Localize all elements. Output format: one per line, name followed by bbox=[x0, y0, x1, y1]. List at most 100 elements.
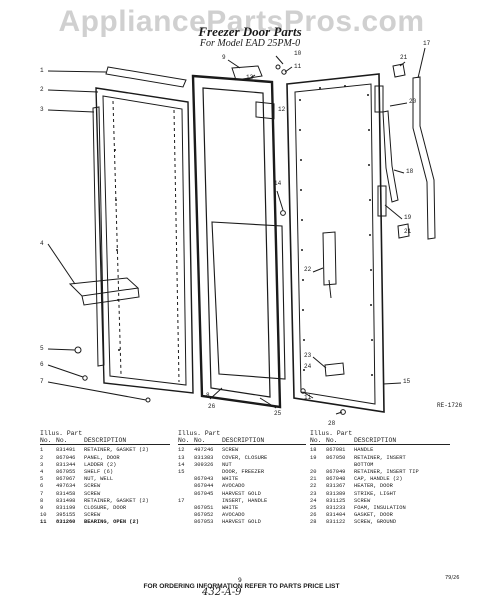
callout-24: 24 bbox=[304, 363, 312, 370]
callout-13: 13 bbox=[246, 74, 254, 81]
row-desc: RETAINER, GASKET (2) bbox=[84, 447, 149, 454]
row-desc: FOAM, INSULATION bbox=[354, 505, 406, 512]
row-no bbox=[178, 505, 194, 512]
callout-15: 15 bbox=[403, 378, 411, 385]
row-no: 15 bbox=[178, 469, 185, 476]
callout-10: 10 bbox=[294, 50, 302, 57]
callout-8: 8 bbox=[206, 392, 210, 399]
row-part: 867048 bbox=[326, 476, 346, 483]
row-part: 831125 bbox=[326, 497, 346, 504]
row-no: 22 bbox=[310, 483, 317, 490]
row-no: 28 bbox=[310, 519, 317, 526]
freezer-outer-door bbox=[286, 73, 385, 413]
table-row: 22 831367 HEATER, DOOR bbox=[310, 483, 450, 490]
row-part bbox=[326, 462, 354, 469]
row-desc: HANDLE bbox=[354, 447, 374, 454]
row-part: 831367 bbox=[326, 483, 346, 490]
row-desc: SCREW bbox=[222, 447, 239, 454]
row-desc: WHITE bbox=[222, 505, 239, 512]
callout-4: 4 bbox=[40, 240, 44, 247]
row-no: 5 bbox=[40, 476, 44, 483]
row-desc: GASKET, DOOR bbox=[354, 512, 393, 519]
row-desc: CLOSURE, DOOR bbox=[84, 505, 127, 512]
table-header-row: No. No. DESCRIPTION bbox=[178, 437, 306, 446]
row-part: 867067 bbox=[56, 476, 76, 483]
row-part: 867045 bbox=[194, 490, 214, 497]
table-row: BOTTOM bbox=[310, 462, 450, 469]
table-row: 12 497246 SCREW bbox=[178, 447, 306, 454]
callout-19: 19 bbox=[404, 214, 412, 221]
header-no: No. bbox=[178, 437, 190, 445]
row-part: 867049 bbox=[326, 469, 346, 476]
bearing-11 bbox=[281, 69, 287, 75]
row-part bbox=[194, 469, 222, 476]
callout-7: 7 bbox=[40, 378, 44, 385]
page-subtitle: For Model EAD 25PM-0 bbox=[199, 38, 301, 49]
row-part: 867050 bbox=[326, 454, 346, 461]
foam-insulation-block bbox=[211, 221, 286, 380]
row-desc: HEATER, DOOR bbox=[354, 483, 393, 490]
row-desc: SCREW bbox=[354, 497, 371, 504]
table-header-illus: Illus. Part bbox=[178, 430, 221, 437]
row-part: 867055 bbox=[56, 469, 76, 476]
row-desc: NUT, WELL bbox=[84, 476, 114, 483]
row-no: 12 bbox=[178, 447, 185, 454]
row-desc: SCREW bbox=[84, 512, 101, 519]
callout-20: 20 bbox=[409, 98, 417, 105]
row-desc: INSERT, HANDLE bbox=[222, 497, 268, 504]
table-header-row: No. No. DESCRIPTION bbox=[40, 437, 170, 446]
insert-retainer-bottom bbox=[377, 185, 387, 217]
row-desc: PANEL, DOOR bbox=[84, 454, 120, 461]
row-no: 20 bbox=[310, 469, 317, 476]
row-part: 497246 bbox=[194, 447, 214, 454]
door-closure bbox=[231, 65, 263, 81]
callout-11: 11 bbox=[294, 63, 302, 70]
row-no: 1 bbox=[40, 447, 44, 454]
inner-door-panel bbox=[95, 87, 194, 394]
door-rivets bbox=[114, 85, 373, 376]
door-gasket-frame bbox=[191, 74, 282, 409]
inner-door-panel-lip bbox=[102, 95, 187, 386]
row-no: 7 bbox=[40, 490, 44, 497]
header-description: DESCRIPTION bbox=[354, 437, 397, 445]
row-no bbox=[310, 462, 326, 469]
header-part-no: No. bbox=[194, 437, 206, 445]
table-row: 20 867049 RETAINER, INSERT TIP bbox=[310, 469, 450, 476]
bearing-11-bottom bbox=[300, 388, 306, 394]
row-desc: RETAINER, GASKET (2) bbox=[84, 497, 149, 504]
row-no: 4 bbox=[40, 469, 44, 476]
row-no bbox=[178, 519, 194, 526]
row-no: 2 bbox=[40, 454, 44, 461]
row-desc: RETAINER, INSERT TIP bbox=[354, 469, 419, 476]
callout-21: 21 bbox=[400, 54, 408, 61]
watermark-text: AppliancePartsPros.com bbox=[58, 5, 425, 38]
row-part: 867081 bbox=[326, 447, 346, 454]
row-part: 867053 bbox=[194, 519, 214, 526]
row-desc: BOTTOM bbox=[354, 461, 374, 468]
row-no: 14 bbox=[178, 461, 185, 468]
header-description: DESCRIPTION bbox=[84, 437, 127, 445]
row-no: 19 bbox=[310, 454, 317, 461]
row-no: 18 bbox=[310, 447, 317, 454]
callout-6: 6 bbox=[40, 361, 44, 368]
header-no: No. bbox=[310, 437, 322, 445]
closure-cover bbox=[255, 101, 275, 120]
light-strike bbox=[324, 362, 345, 377]
row-part: 831122 bbox=[326, 519, 346, 526]
door-heater-plate bbox=[322, 231, 337, 286]
callout-12: 12 bbox=[278, 106, 286, 113]
